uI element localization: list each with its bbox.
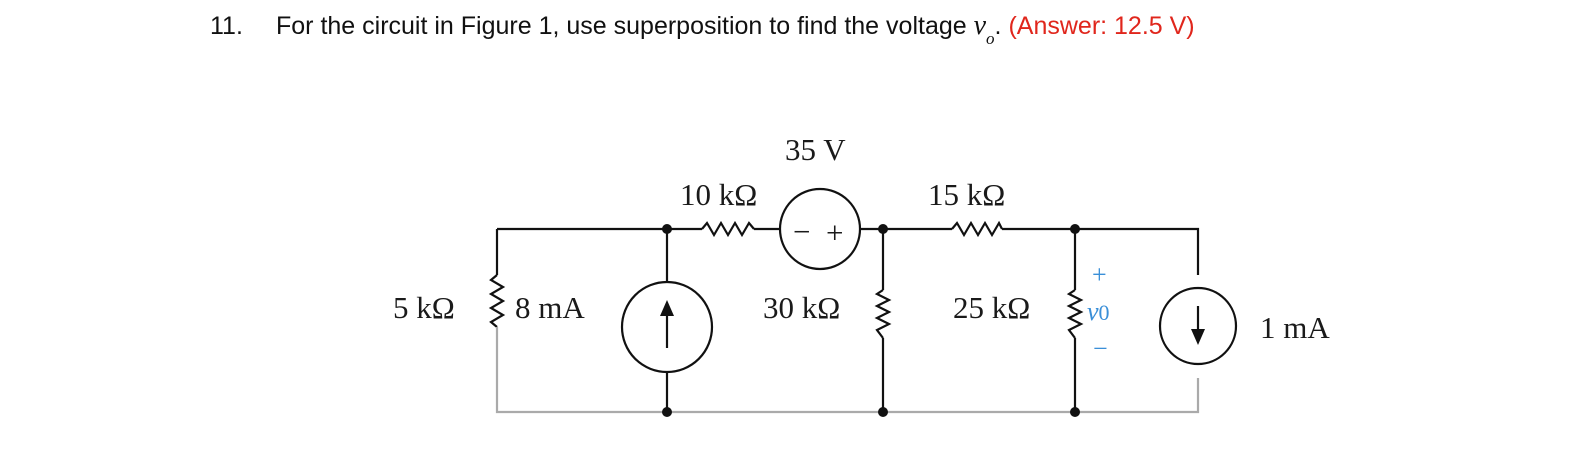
label-vs-minus: − bbox=[793, 214, 810, 249]
wire-top-right bbox=[1002, 227, 1200, 275]
label-8mA: 8 mA bbox=[515, 290, 585, 325]
label-vo-minus: − bbox=[1093, 334, 1108, 363]
question-body: For the circuit in Figure 1, use superpo… bbox=[276, 12, 967, 40]
resistor-15k bbox=[951, 220, 1003, 238]
resistor-30k bbox=[874, 289, 892, 339]
question-number: 11. bbox=[210, 12, 243, 40]
label-15k: 15 kΩ bbox=[928, 177, 1005, 212]
resistor-10k bbox=[701, 220, 755, 238]
label-vs-plus: + bbox=[826, 215, 843, 250]
node-top-1 bbox=[662, 224, 672, 234]
question-text: 11. For the circuit in Figure 1, use supe… bbox=[210, 8, 1195, 54]
resistor-5k bbox=[488, 274, 506, 328]
voltage-variable: vo bbox=[973, 10, 995, 48]
voltage-source-35V bbox=[778, 187, 862, 271]
label-1mA: 1 mA bbox=[1260, 310, 1330, 345]
arrow-down-head bbox=[1191, 329, 1205, 345]
question-period: . bbox=[994, 12, 1002, 40]
answer-text: (Answer: 12.5 V) bbox=[1008, 12, 1195, 40]
current-source-1mA bbox=[1158, 286, 1238, 366]
wire-bottom bbox=[495, 358, 1200, 414]
node-bottom-1 bbox=[662, 407, 672, 417]
label-10k: 10 kΩ bbox=[680, 177, 757, 212]
node-bottom-3 bbox=[1070, 407, 1080, 417]
current-source-8mA bbox=[620, 280, 714, 374]
node-top-3 bbox=[1070, 224, 1080, 234]
label-30k: 30 kΩ bbox=[763, 290, 840, 325]
label-5k: 5 kΩ bbox=[393, 290, 455, 325]
label-vo-plus: + bbox=[1092, 260, 1107, 289]
node-bottom-2 bbox=[878, 407, 888, 417]
label-35V: 35 V bbox=[785, 132, 846, 167]
label-25k: 25 kΩ bbox=[953, 290, 1030, 325]
node-top-2 bbox=[878, 224, 888, 234]
resistor-25k bbox=[1066, 289, 1084, 339]
label-vo: v0 bbox=[1087, 297, 1110, 326]
arrow-up-head bbox=[660, 300, 674, 316]
